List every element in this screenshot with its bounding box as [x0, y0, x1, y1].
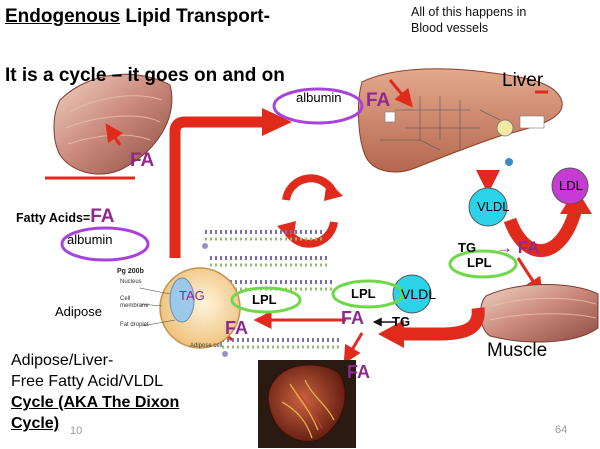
muscle-label: Muscle	[487, 340, 548, 361]
ldl-circle	[551, 167, 589, 205]
tg-label-right: TG	[458, 240, 477, 255]
lpl-ellipse-middle	[331, 279, 405, 309]
fa-label-liver: FA	[366, 90, 391, 111]
fatty-acids-definition: Fatty Acids=FA	[16, 206, 115, 228]
tag-label: TAG	[179, 288, 205, 303]
lpl-label-left: LPL	[252, 292, 277, 307]
pipe-arrowhead	[262, 108, 292, 136]
muscle-fa-arrow	[105, 123, 123, 146]
adipose-cell-illustration	[139, 267, 241, 349]
fa-label-heart: FA	[347, 362, 371, 382]
tg-to-fa-label: → FA	[496, 238, 540, 257]
title-endogenous: Endogenous	[5, 6, 121, 27]
adipose-to-albumin-pipe	[169, 116, 262, 258]
slide-title: Endogenous Lipid Transport-	[5, 6, 270, 28]
vldl-label-liver: VLDL	[477, 199, 510, 214]
cycle-line-1: Adipose/Liver-	[11, 352, 114, 369]
fa-label-muscle: FA	[130, 150, 155, 171]
cycle-description: Adipose/Liver- Free Fatty Acid/VLDL Cycl…	[11, 350, 179, 434]
muscle-bottom-illustration	[480, 284, 599, 343]
cell-caption: Adipose cell	[190, 343, 223, 349]
fa-label-adipose: FA	[225, 318, 249, 338]
vldl-label-return: VLDL	[401, 286, 437, 302]
blood-vessel-note: All of this happens in Blood vessels	[411, 4, 526, 36]
fa-into-liver-arrow	[388, 79, 413, 108]
liver-label: Liver	[502, 70, 544, 91]
vldl-circle-liver	[468, 187, 508, 227]
cycle-arrowhead-top	[324, 180, 343, 201]
albumin-ellipse-left	[60, 226, 150, 262]
fatty-acids-label: Fatty Acids=	[16, 211, 91, 225]
vldl-to-ldl-curve	[503, 209, 582, 257]
footer-date: 10	[70, 425, 83, 437]
adipose-label: Adipose	[55, 304, 102, 319]
return-to-adipose-curve	[400, 307, 485, 341]
page-number: 64	[555, 424, 568, 436]
note-line-1: All of this happens in	[411, 5, 527, 19]
cycle-line-3: Cycle (AKA The Dixon	[11, 394, 180, 411]
fatty-acids-fa: FA	[90, 206, 115, 227]
cell-nucleus-label: Nucleus	[120, 279, 142, 285]
lpl-ellipse-right	[448, 249, 518, 279]
lipid-chain-strips	[202, 230, 340, 357]
tg-label-center: TG	[392, 314, 411, 329]
ldl-label: LDL	[559, 178, 583, 193]
note-line-2: Blood vessels	[411, 21, 489, 35]
fa-label-center: FA	[341, 308, 365, 328]
albumin-label-left: albumin	[67, 232, 113, 247]
cell-droplet-label: Fat droplet	[120, 322, 149, 328]
return-arrowhead	[378, 320, 404, 348]
cell-membrane-label: Cell membrane	[120, 296, 149, 309]
lpl-ellipse-left	[230, 286, 302, 314]
slide-subtitle: It is a cycle – it goes on and on	[5, 65, 285, 86]
lpl-label-middle: LPL	[351, 286, 376, 301]
lpl-label-right: LPL	[467, 255, 492, 270]
fa-to-heart-arrow	[343, 332, 364, 364]
cycle-line-2: Free Fatty Acid/VLDL	[11, 373, 164, 390]
cycle-line-4: Cycle)	[11, 415, 60, 432]
heart-illustration	[258, 360, 356, 448]
albumin-ellipse-top	[272, 87, 364, 125]
albumin-label-top: albumin	[296, 90, 342, 105]
title-rest: Lipid Transport-	[120, 6, 270, 27]
cell-page-ref: Pg 200b	[117, 268, 144, 275]
vldl-circle-return	[392, 274, 432, 314]
